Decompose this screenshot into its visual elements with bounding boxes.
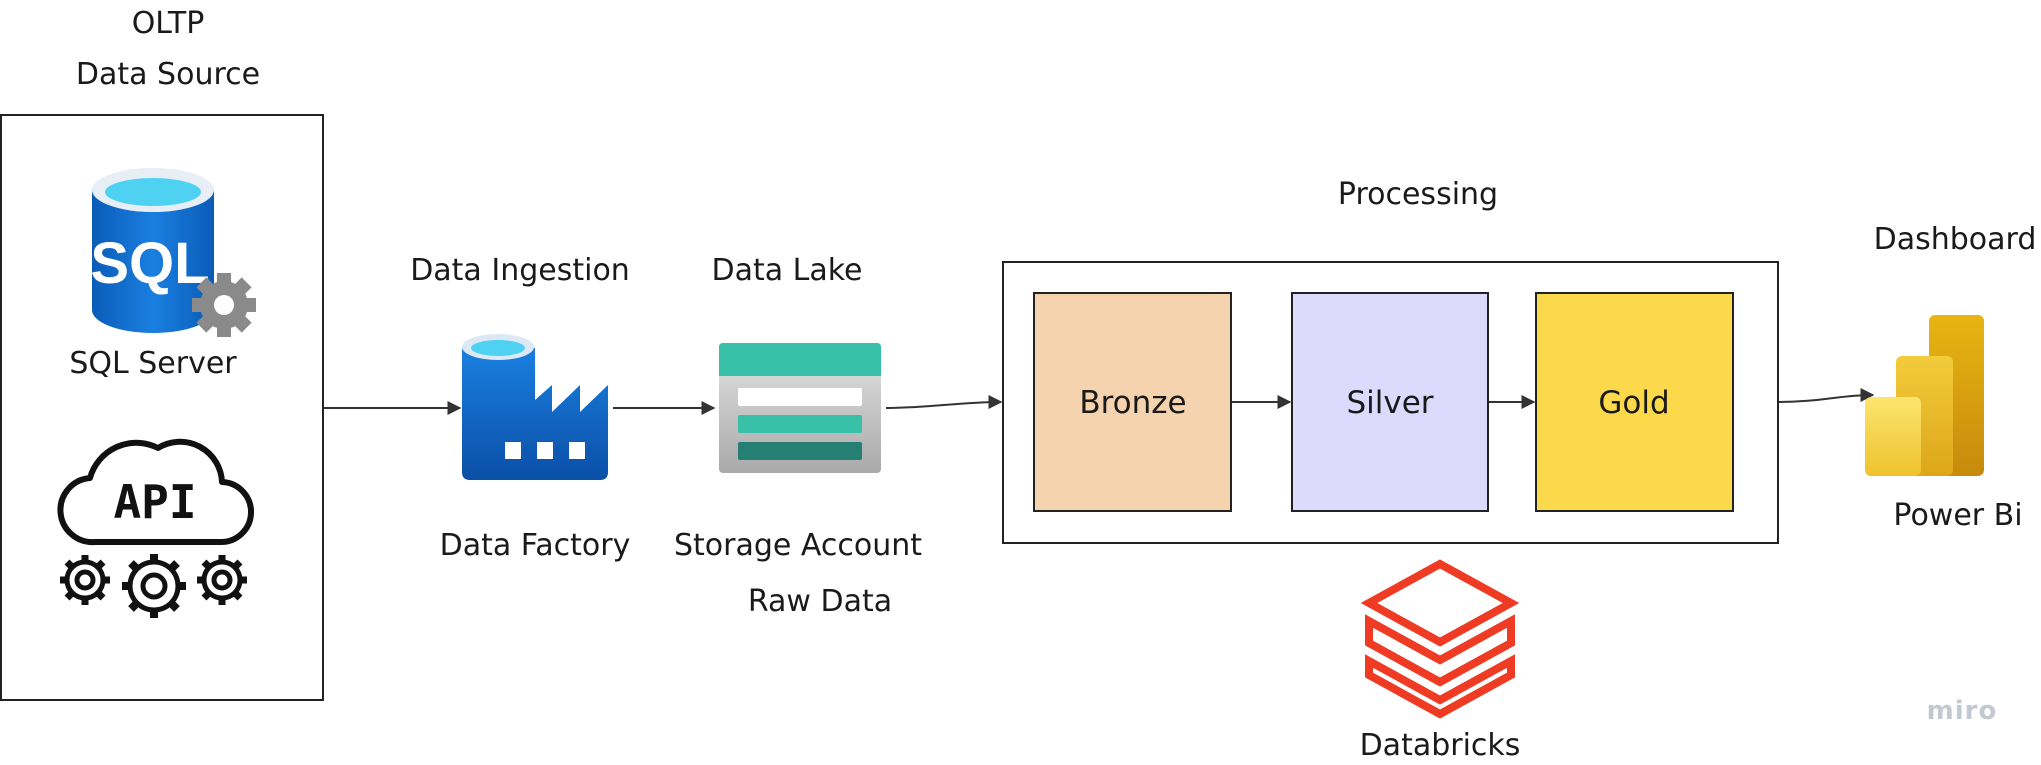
sql-server-icon: SQL [90,168,256,337]
data-factory-label: Data Factory [440,528,631,563]
ingestion-heading: Data Ingestion [410,253,630,288]
silver-stage-label: Silver [1346,385,1433,421]
storage-account-label: Storage Account [674,528,922,563]
api-icon: API [57,438,254,618]
sql-server-label: SQL Server [69,346,237,381]
raw-data-label: Raw Data [748,584,892,619]
bronze-stage [1033,292,1232,512]
source-heading-line2: Data Source [76,57,260,92]
databricks-icon [1360,559,1520,719]
cog-icon [60,555,110,605]
bronze-stage-label: Bronze [1079,385,1186,421]
gold-stage [1535,292,1734,512]
processing-heading: Processing [1338,177,1498,212]
miro-watermark: miro [1927,696,1998,726]
arrow-processing-to-dashboard [1778,388,1875,403]
sql-icon-text: SQL [90,231,209,296]
power-bi-icon [1865,315,1984,476]
cog-icon [122,554,186,618]
arrow-lake-to-processing [885,395,1003,410]
dashboard-heading: Dashboard [1874,222,2037,257]
source-heading-line1: OLTP [132,6,205,41]
databricks-label: Databricks [1360,728,1521,763]
gear-icon [192,273,256,337]
power-bi-label: Power Bi [1893,498,2022,533]
data-factory-icon [462,334,608,480]
lake-heading: Data Lake [711,253,862,288]
cog-icon [197,555,247,605]
gold-stage-label: Gold [1598,385,1669,421]
silver-stage [1291,292,1489,512]
storage-account-icon [719,343,881,473]
api-icon-text: API [113,475,196,529]
